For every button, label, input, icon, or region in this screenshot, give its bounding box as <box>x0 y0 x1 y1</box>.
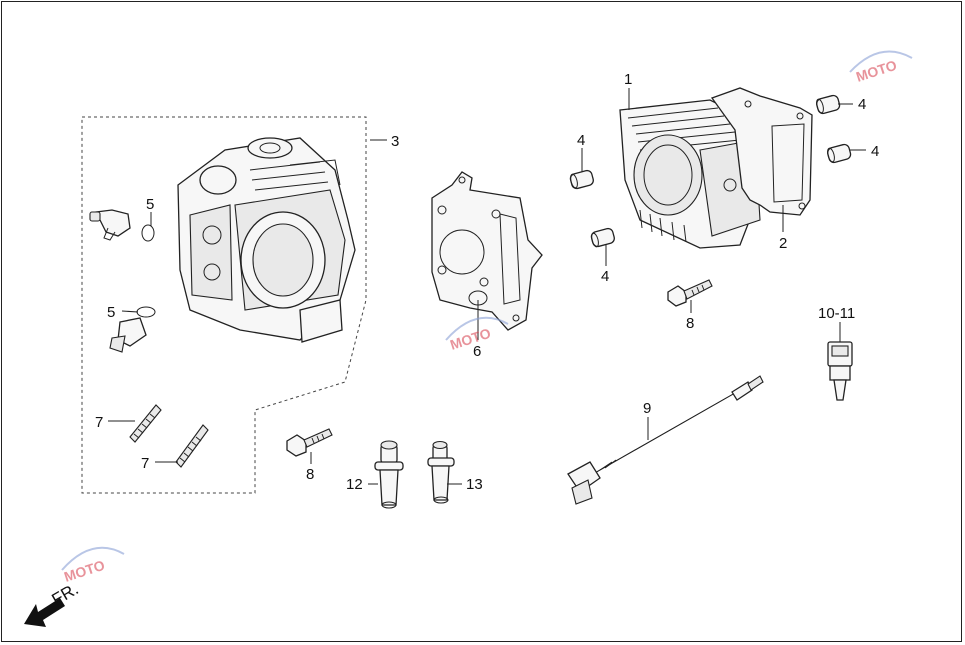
callout-5-upper: 5 <box>146 196 154 213</box>
stud-bolt-lower[interactable] <box>175 424 209 468</box>
watermark-swoosh-icon <box>445 316 509 341</box>
fitting-lower[interactable] <box>109 317 147 353</box>
callout-3: 3 <box>391 133 399 150</box>
dowel-pin-right-upper[interactable] <box>815 94 841 115</box>
dowel-pin-right-lower[interactable] <box>826 143 852 164</box>
callout-4-right-lower: 4 <box>871 143 879 160</box>
callout-1: 1 <box>624 71 632 88</box>
oxygen-sensor-cable[interactable] <box>567 375 764 505</box>
front-arrow-icon <box>24 598 65 627</box>
dowel-pin-center-upper[interactable] <box>569 169 594 190</box>
leader-lines <box>108 88 866 485</box>
valve-guide-13[interactable] <box>427 440 455 504</box>
front-direction-indicator: FR. <box>24 579 82 627</box>
callout-13: 13 <box>466 476 483 493</box>
fitting-upper[interactable] <box>89 209 131 241</box>
watermark-swoosh-icon <box>61 546 125 571</box>
callout-6: 6 <box>473 343 481 360</box>
head-gasket[interactable] <box>431 171 543 331</box>
cylinder-gasket[interactable] <box>710 87 813 216</box>
stud-bolt-upper[interactable] <box>129 404 162 443</box>
svg-text:MOTO: MOTO <box>448 325 493 353</box>
callout-4-right-upper: 4 <box>858 96 866 113</box>
callout-4-center-upper: 4 <box>577 132 585 149</box>
callout-5-lower: 5 <box>107 304 115 321</box>
temperature-sensor[interactable] <box>827 341 853 401</box>
o-ring-upper[interactable] <box>141 224 155 242</box>
callout-7-lower: 7 <box>141 455 149 472</box>
valve-guide-12[interactable] <box>374 440 404 509</box>
dowel-pin-center-lower[interactable] <box>590 227 615 248</box>
callout-10-11: 10-11 <box>818 305 855 322</box>
callout-8-lower: 8 <box>306 466 314 483</box>
cylinder-head[interactable] <box>177 137 356 343</box>
callout-8-upper: 8 <box>686 315 694 332</box>
bolt-upper[interactable] <box>667 279 713 307</box>
callout-7-upper: 7 <box>95 414 103 431</box>
assembly-boundary-3 <box>81 116 367 494</box>
watermark-swoosh-icon <box>849 50 913 73</box>
svg-text:MOTO: MOTO <box>854 57 899 85</box>
watermark-top-right: MOTO <box>849 50 913 85</box>
callout-2: 2 <box>779 235 787 252</box>
callout-12: 12 <box>346 476 363 493</box>
bolt-lower[interactable] <box>286 428 333 457</box>
watermark-bottom-left: MOTO <box>61 546 125 585</box>
callout-9: 9 <box>643 400 651 417</box>
svg-text:MOTO: MOTO <box>62 557 107 585</box>
callout-4-center-lower: 4 <box>601 268 609 285</box>
o-ring-lower[interactable] <box>136 306 156 318</box>
